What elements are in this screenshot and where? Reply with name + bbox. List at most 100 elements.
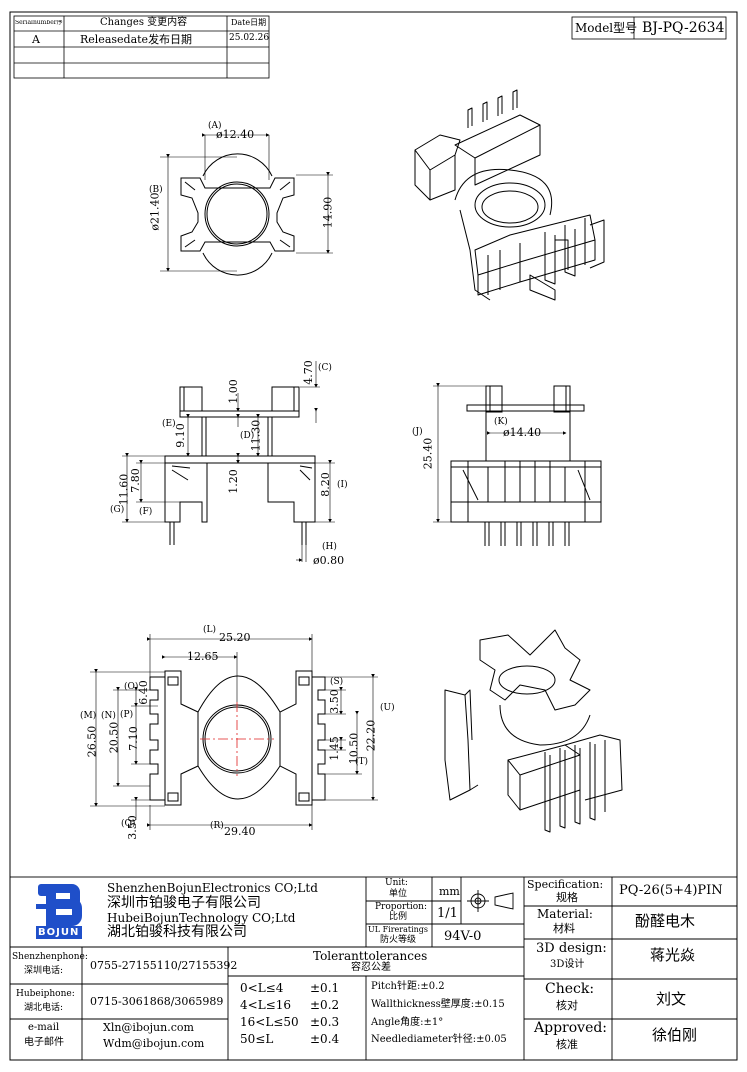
tol-value-1: ±0.1 xyxy=(310,981,340,995)
dim-label-L: (L) xyxy=(203,625,216,635)
unit-label-en: Unit: xyxy=(385,878,408,888)
dim-label-J: (J) xyxy=(412,427,423,437)
dim-B: ø21.40 xyxy=(148,192,162,231)
dim-label-I: (I) xyxy=(337,480,348,490)
dim-height-1: 11.60 xyxy=(117,473,131,506)
isometric-view-top xyxy=(414,89,605,301)
company-en-2: HubeiBojunTechnology CO;Ltd xyxy=(107,911,296,925)
dim-label-U: (U) xyxy=(380,703,395,713)
tol-note-2: Wallthickness壁厚度:±0.15 xyxy=(371,999,505,1010)
check-label-cn: 核对 xyxy=(556,999,578,1012)
dim-U: 22.20 xyxy=(364,719,378,752)
tol-range-4: 50≤L xyxy=(240,1032,274,1046)
material-value: 酚醛电木 xyxy=(635,912,696,930)
dim-label-C: (C) xyxy=(318,363,332,373)
dim-label-D: (D) xyxy=(240,431,255,441)
dim-I: 8.20 xyxy=(318,472,332,497)
title-block-grid xyxy=(9,876,738,1061)
side-view xyxy=(164,386,316,545)
model-label: Model型号 xyxy=(575,21,638,35)
dim-half: 12.65 xyxy=(187,650,219,663)
dim-label-K: (K) xyxy=(494,417,508,427)
check-label-en: Check: xyxy=(545,981,595,997)
approved-value: 徐伯刚 xyxy=(652,1026,698,1044)
dim-label-E: (E) xyxy=(162,419,176,429)
spec-value: PQ-26(5+4)PIN xyxy=(619,883,723,898)
isometric-view-bottom xyxy=(444,629,623,833)
company-cn-1: 深圳市铂骏电子有限公司 xyxy=(107,895,261,911)
design-label-en: 3D design: xyxy=(536,941,607,956)
dim-label-M: (M) xyxy=(80,711,97,721)
dim-O: 6.40 xyxy=(136,680,150,705)
dim-H: ø0.80 xyxy=(313,554,345,567)
center-mark xyxy=(200,702,274,776)
design-label-cn: 3D设计 xyxy=(550,959,585,970)
fire-label-en: UL Fireratings xyxy=(368,925,429,934)
dim-top-width: 14.90 xyxy=(321,196,335,229)
tolerance-title-en: Toleranttolerances xyxy=(313,949,428,963)
design-value: 蒋光焱 xyxy=(650,946,696,964)
projection-symbol xyxy=(467,890,514,912)
proportion-value: 1/1 xyxy=(437,906,458,921)
dim-K: ø14.40 xyxy=(503,426,542,439)
dim-T1: 1.45 xyxy=(327,736,341,761)
tol-note-4: Needlediameter针径:±0.05 xyxy=(371,1034,507,1045)
contact-sz-label-cn: 深圳电话: xyxy=(24,966,64,976)
dim-label-P: (P) xyxy=(120,710,134,720)
contact-mail-value-1[interactable]: Xln@ibojun.com xyxy=(103,1021,194,1034)
model-box xyxy=(571,16,727,40)
dim-C: 4.70 xyxy=(301,360,315,385)
dim-A: ø12.40 xyxy=(216,128,255,141)
rev-row-changes: Releasedate发布日期 xyxy=(80,33,193,46)
spec-label-en: Specification: xyxy=(527,878,604,891)
dim-S: 3.50 xyxy=(327,689,341,714)
bojun-logo xyxy=(36,884,82,939)
proportion-label-en: Proportion: xyxy=(375,902,428,912)
dim-label-S: (S) xyxy=(330,677,344,687)
approved-label-en: Approved: xyxy=(534,1020,608,1036)
approved-label-cn: 核准 xyxy=(556,1038,578,1051)
dim-L: 25.20 xyxy=(219,631,251,644)
tol-value-3: ±0.3 xyxy=(310,1015,340,1029)
contact-mail-label-en: e-mail xyxy=(28,1022,60,1033)
tol-range-3: 16<L≤50 xyxy=(240,1015,299,1029)
fire-label-cn: 防火等级 xyxy=(380,935,417,945)
dim-label-N: (N) xyxy=(101,711,116,721)
model-value: BJ-PQ-2634 xyxy=(642,20,725,36)
dim-wall-2: 1.20 xyxy=(226,469,240,494)
logo-text: BOJUN xyxy=(38,927,80,938)
spec-label-cn: 规格 xyxy=(556,891,578,904)
rev-row-date: 25.02.26 xyxy=(229,33,270,43)
tol-note-1: Pitch针距:±0.2 xyxy=(371,981,445,992)
dim-label-G: (G) xyxy=(110,505,125,515)
dim-M: 26.50 xyxy=(85,725,99,758)
front-view xyxy=(450,385,602,546)
contact-hb-label-cn: 湖北电话: xyxy=(24,1003,64,1013)
dim-label-A: (A) xyxy=(208,121,222,131)
dim-height-2: 7.80 xyxy=(128,468,142,493)
tol-note-3: Angle角度:±1° xyxy=(371,1017,444,1028)
bottom-view xyxy=(149,670,326,806)
dim-label-O: (O) xyxy=(124,682,139,692)
tol-value-4: ±0.4 xyxy=(310,1032,340,1046)
contact-sz-label-en: Shenzhenphone: xyxy=(12,952,88,962)
dim-N: 20.50 xyxy=(107,721,121,754)
rev-header-serial: Serialnumber序号 xyxy=(15,20,63,26)
proportion-label-cn: 比例 xyxy=(389,912,408,922)
tolerance-title-cn: 容忍公差 xyxy=(351,962,391,973)
contact-mail-value-2[interactable]: Wdm@ibojun.com xyxy=(103,1037,205,1050)
dim-J: 25.40 xyxy=(421,437,435,470)
top-view xyxy=(180,153,295,276)
dim-label-R: (R) xyxy=(210,821,224,831)
contact-hb-label-en: Hubeiphone: xyxy=(16,989,75,999)
material-label-cn: 材料 xyxy=(553,922,575,935)
dim-label-T: (T) xyxy=(355,757,369,767)
material-label-en: Material: xyxy=(537,907,593,921)
dim-label-F: (F) xyxy=(139,507,153,517)
unit-value: mm xyxy=(439,885,460,898)
revision-table-grid xyxy=(13,15,270,79)
company-en-1: ShenzhenBojunElectronics CO;Ltd xyxy=(107,881,318,895)
dim-P: 7.10 xyxy=(126,726,140,751)
dim-Q: 3.50 xyxy=(125,815,139,840)
